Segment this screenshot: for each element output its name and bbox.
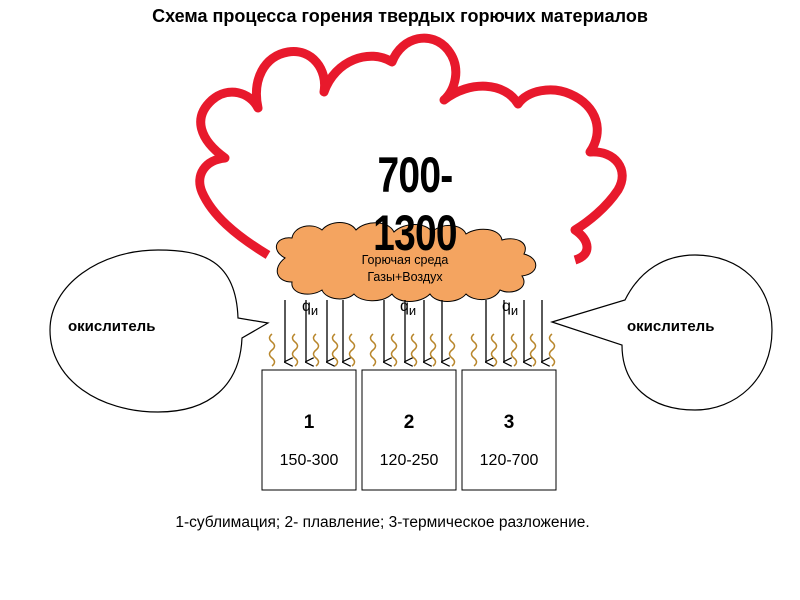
vapour-wave — [548, 333, 556, 367]
vapour-wave — [410, 333, 418, 367]
heat-flux-label-3: qи — [502, 298, 519, 319]
vapour-wave — [348, 333, 356, 367]
flame-outline — [195, 33, 627, 265]
oxidizer-right-balloon — [550, 254, 773, 411]
vapour-wave — [331, 333, 339, 367]
zone-2-number: 2 — [403, 412, 415, 433]
heat-flux-label-2: qи — [400, 298, 417, 319]
zone-3-number: 3 — [503, 412, 515, 433]
vapour-wave — [529, 333, 537, 367]
vapour-wavy-lines — [268, 333, 556, 367]
zone-1-number: 1 — [303, 412, 315, 433]
cloud-label-line-2: Газы+Воздух — [367, 270, 443, 284]
vapour-wave — [490, 333, 498, 367]
zone-3-block — [461, 369, 557, 491]
vapour-wave — [291, 333, 299, 367]
vapour-wave — [312, 333, 320, 367]
zone-3-range: 120-700 — [479, 452, 539, 469]
legend-text: 1-сублимация; 2- плавление; 3-термическо… — [175, 514, 590, 531]
combustible-cloud — [275, 222, 537, 302]
heat-arrows-zone-2 — [384, 300, 442, 362]
vapour-wave — [429, 333, 437, 367]
heat-flux-label-1: qи — [302, 298, 319, 319]
cloud-label: Горючая среда Газы+Воздух — [300, 252, 510, 286]
heat-arrows-zone-3 — [486, 300, 542, 362]
vapour-wave — [448, 333, 456, 367]
zone-1-block — [261, 369, 357, 491]
vapour-wave — [470, 333, 478, 367]
oxidizer-left-label: окислитель — [68, 318, 156, 335]
zone-2-range: 120-250 — [379, 452, 439, 469]
vapour-wave — [369, 333, 377, 367]
oxidizer-left-balloon — [49, 249, 270, 413]
diagram-title: Схема процесса горения твердых горючих м… — [152, 6, 648, 26]
zone-1-range: 150-300 — [279, 452, 339, 469]
vapour-wave — [390, 333, 398, 367]
flame-temperature: 700-1300 — [373, 147, 457, 261]
vapour-wave — [510, 333, 518, 367]
oxidizer-right-label: окислитель — [627, 318, 715, 335]
cloud-label-line-1: Горючая среда — [361, 253, 449, 267]
zone-2-block — [361, 369, 457, 491]
heat-arrows-zone-1 — [285, 300, 343, 362]
vapour-wave — [268, 333, 276, 367]
